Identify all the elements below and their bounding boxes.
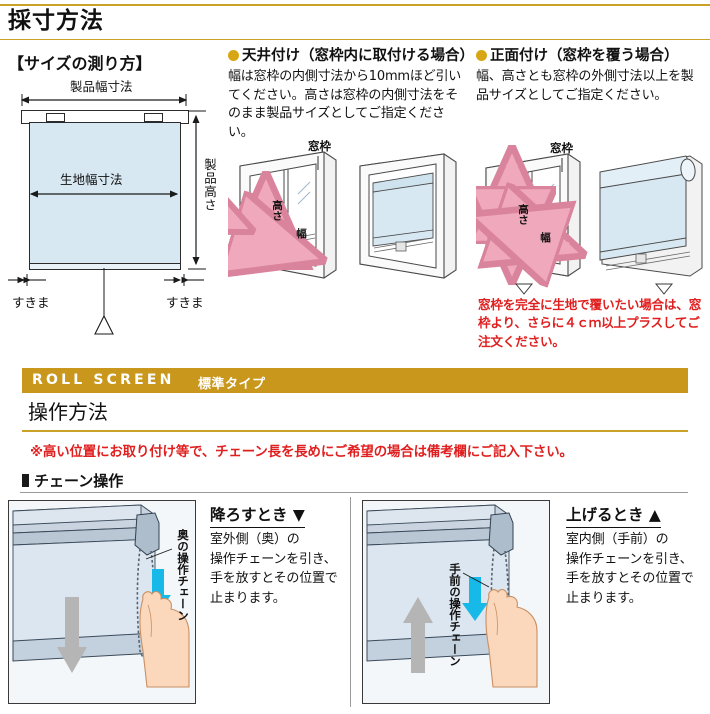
- lowering-step-title: 降ろすとき ▼: [210, 503, 305, 528]
- label-height-outside: 高さ: [517, 204, 529, 225]
- bracket-left: [46, 113, 65, 122]
- outside-mount-block: 正面付け（窓枠を覆う場合） 幅、高さとも窓枠の外側寸法以上を製品サイズとしてご指…: [476, 48, 704, 105]
- lowering-svg: [9, 501, 195, 703]
- pull-cord-weight: [94, 276, 114, 335]
- operation-rule: [22, 430, 688, 432]
- chain-section-rule: [20, 492, 688, 493]
- square-bullet-icon: [22, 474, 29, 487]
- inside-mount-illustration: 窓枠 高さ 幅: [228, 139, 466, 288]
- outside-mount-heading-text: 正面付け（窓枠を覆う場合）: [490, 48, 679, 64]
- cyan-down-arrow: [462, 577, 488, 621]
- gap-arrows: [8, 268, 204, 290]
- hand-illustration: [139, 590, 190, 688]
- raising-svg: [363, 501, 549, 703]
- lowering-illustration: 奥の操作チェーン: [8, 500, 196, 704]
- inside-mount-heading: 天井付け（窓枠内に取付ける場合）: [228, 48, 474, 65]
- outside-mount-illustration: 窓枠 高さ 幅: [476, 141, 710, 288]
- type-label: 標準タイプ: [198, 376, 266, 392]
- front-chain-caption: 手前の操作チェーン: [448, 563, 462, 667]
- bullet-dot-icon: [476, 50, 487, 61]
- raising-illustration: 手前の操作チェーン: [362, 500, 550, 704]
- rear-chain-caption: 奥の操作チェーン: [176, 529, 190, 621]
- bottom-rail: [29, 263, 181, 270]
- product-height-arrow: [188, 110, 206, 270]
- outside-mount-body: 幅、高さとも窓枠の外側寸法以上を製品サイズとしてご指定ください。: [476, 69, 694, 103]
- lowering-step-body: 室外側（奥）の 操作チェーンを引き、 手を放すとその位置で 止まります。: [210, 532, 338, 606]
- chain-operation-heading-text: チェーン操作: [34, 472, 124, 490]
- grey-down-arrow: [57, 597, 87, 673]
- label-window-frame-outside: 窓枠: [550, 141, 573, 155]
- label-width-outside: 幅: [539, 232, 551, 243]
- raising-step-title: 上げるとき ▲: [566, 503, 661, 528]
- inside-mount-block: 天井付け（窓枠内に取付ける場合） 幅は窓枠の内側寸法から10mmほど引いてくださ…: [228, 48, 474, 142]
- chain-operation-heading: チェーン操作: [22, 470, 123, 491]
- product-width-arrow: [20, 94, 188, 106]
- measurement-diagram: 製品幅寸法 生地幅寸法 製品高さ: [4, 76, 220, 338]
- outside-mount-caution: 窓枠を完全に生地で覆いたい場合は、窓枠より、さらに４ｃｍ以上プラスしてご注文くだ…: [478, 297, 702, 349]
- outside-mount-svg: [476, 142, 703, 288]
- raising-step-body: 室内側（手前）の 操作チェーンを引き、 手を放すとその位置で 止まります。: [566, 532, 694, 606]
- inside-mount-svg: [228, 151, 457, 288]
- rollscreen-banner: ROLL SCREEN 標準タイプ: [22, 368, 688, 393]
- outside-mount-heading: 正面付け（窓枠を覆う場合）: [476, 48, 704, 65]
- label-width-inside: 幅: [295, 228, 307, 239]
- label-gap-left: すきま: [12, 295, 50, 310]
- gold-rule-bottom: [0, 38, 710, 40]
- brand-label: ROLL SCREEN: [32, 372, 175, 388]
- label-product-width: 製品幅寸法: [70, 79, 133, 94]
- operation-note: ※高い位置にお取り付け等で、チェーン長を長めにご希望の場合は備考欄にご記入下さい…: [30, 445, 573, 460]
- bracket-right: [144, 113, 163, 122]
- hand-illustration: [485, 588, 538, 688]
- label-fabric-width: 生地幅寸法: [60, 172, 123, 187]
- inside-mount-body: 幅は窓枠の内側寸法から10mmほど引いてください。高さは窓枠の内側寸法をそのまま…: [228, 69, 462, 140]
- down-chevrons: [514, 283, 674, 295]
- page-title: 採寸方法: [8, 8, 104, 34]
- gold-rule-top: [0, 4, 710, 6]
- sizing-subheading: 【サイズの測り方】: [8, 54, 152, 73]
- inside-mount-heading-text: 天井付け（窓枠内に取付ける場合）: [242, 48, 474, 64]
- operation-title: 操作方法: [28, 400, 108, 424]
- label-window-frame-inside: 窓枠: [308, 139, 331, 153]
- measuring-section-header: 採寸方法: [0, 4, 710, 40]
- label-height-inside: 高さ: [271, 200, 283, 221]
- grey-up-arrow: [403, 597, 433, 673]
- column-separator: [350, 497, 351, 707]
- label-gap-right: すきま: [166, 295, 204, 310]
- bullet-dot-icon: [228, 50, 239, 61]
- fabric-width-arrow: [29, 190, 179, 198]
